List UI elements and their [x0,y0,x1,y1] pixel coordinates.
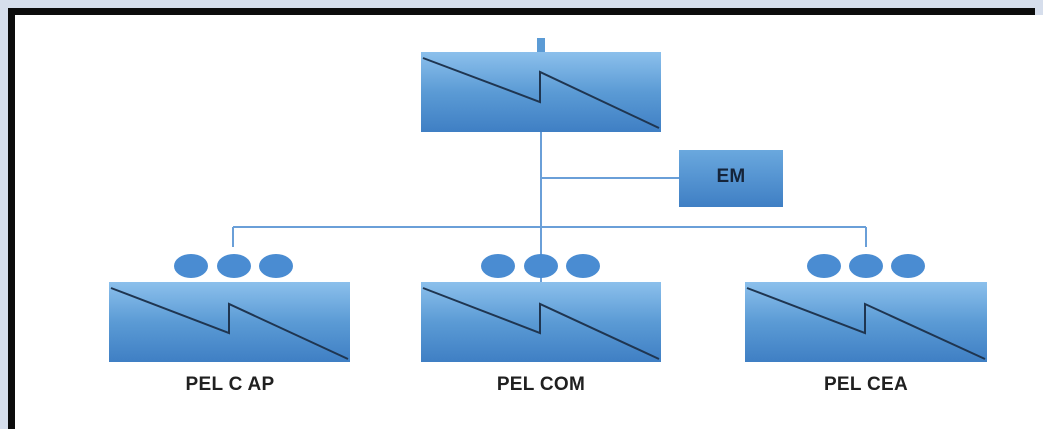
sawtooth-icon [746,287,986,360]
indicator-dot [849,254,883,278]
indicator-dot [524,254,558,278]
indicator-dot [259,254,293,278]
bottom-node-label-3: PEL CEA [823,374,909,395]
indicator-dot [174,254,208,278]
bottom-node-label-1: PEL C AP [185,374,275,395]
bottom-block-1 [109,254,350,362]
top-block [421,38,661,132]
bottom-block-2 [421,254,661,362]
sawtooth-icon [422,287,660,360]
bottom-block-3 [745,254,987,362]
indicator-dot [217,254,251,278]
indicator-dot [807,254,841,278]
em-label: EM [716,166,746,187]
em-block [679,150,783,207]
indicator-dot [481,254,515,278]
top-block-stub [537,38,545,54]
indicator-dot [891,254,925,278]
bottom-node-label-2: PEL COM [496,374,586,395]
sawtooth-icon [110,287,349,360]
indicator-dot [566,254,600,278]
sawtooth-icon [422,57,660,129]
